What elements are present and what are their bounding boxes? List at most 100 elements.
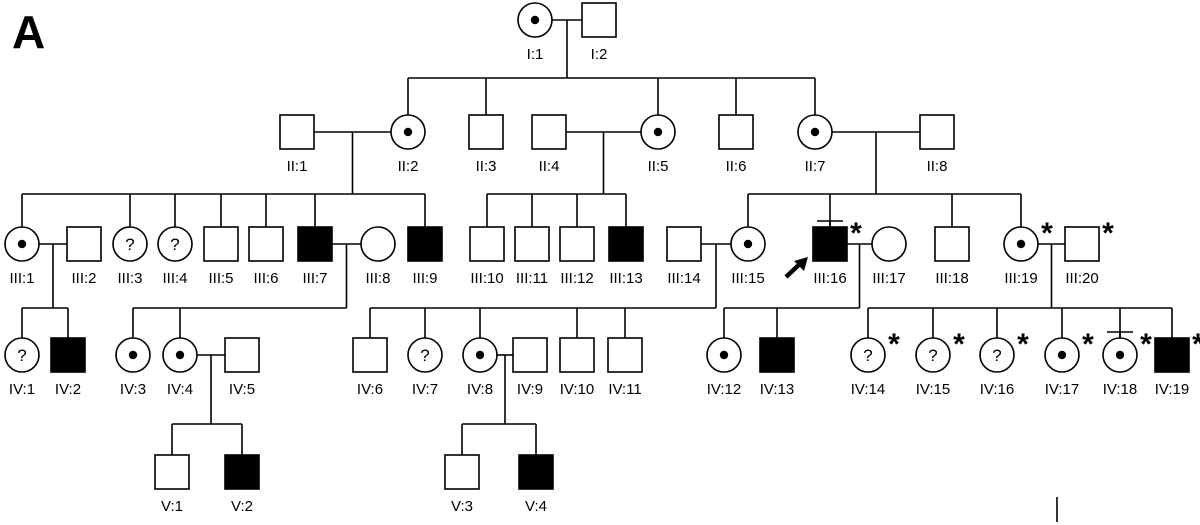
- individual-iv-3: IV:3: [115, 337, 151, 398]
- individual-id-label: III:1: [9, 270, 34, 287]
- individual-id-label: II:1: [287, 158, 308, 175]
- individual-id-label: IV:6: [357, 381, 383, 398]
- individual-i-1: I:1: [517, 2, 553, 63]
- individual-id-label: IV:13: [760, 381, 794, 398]
- individual-iii-1: III:1: [4, 226, 40, 287]
- individual-id-label: III:11: [516, 270, 548, 287]
- individual-id-label: III:20: [1065, 270, 1098, 287]
- individual-v-1: V:1: [154, 454, 190, 515]
- individual-iv-12: IV:12: [706, 337, 742, 398]
- asterisk-mark: *: [1041, 217, 1053, 250]
- individual-iii-13: III:13: [608, 226, 644, 287]
- individual-id-label: II:5: [648, 158, 669, 175]
- individual-iii-2: III:2: [66, 226, 102, 287]
- individual-id-label: IV:1: [9, 381, 35, 398]
- carrier-dot-icon: [653, 127, 663, 137]
- carrier-dot-icon: [1057, 350, 1067, 360]
- individual-id-label: IV:17: [1045, 381, 1079, 398]
- individual-iii-9: III:9: [407, 226, 443, 287]
- individual-ii-8: II:8: [919, 114, 955, 175]
- individual-id-label: II:7: [805, 158, 826, 175]
- asterisk-mark: *: [1140, 328, 1152, 361]
- female-circle-icon: [850, 337, 886, 373]
- individual-iv-18: IV:18: [1102, 337, 1138, 398]
- individual-iv-6: IV:6: [352, 337, 388, 398]
- unknown-status-mark: ?: [17, 346, 26, 365]
- individual-id-label: III:17: [872, 270, 905, 287]
- individual-iv-14: ? IV:14: [850, 337, 886, 398]
- male-square-icon: [518, 454, 554, 490]
- individual-id-label: IV:16: [980, 381, 1014, 398]
- individual-ii-6: II:6: [718, 114, 754, 175]
- male-square-icon: [512, 337, 548, 373]
- proband-arrowhead-icon: [794, 257, 808, 271]
- unknown-status-mark: ?: [992, 346, 1001, 365]
- individual-iv-5: IV:5: [224, 337, 260, 398]
- individual-ii-4: II:4: [531, 114, 567, 175]
- unknown-status-mark: ?: [928, 346, 937, 365]
- individual-id-label: IV:10: [560, 381, 594, 398]
- individual-id-label: IV:4: [167, 381, 193, 398]
- individual-id-label: IV:5: [229, 381, 255, 398]
- individual-id-label: III:8: [365, 270, 390, 287]
- individual-id-label: II:2: [398, 158, 419, 175]
- unknown-status-mark: ?: [125, 235, 134, 254]
- annotation-marks: *********: [784, 217, 1200, 361]
- female-circle-icon: [979, 337, 1015, 373]
- individual-iii-11: III:11: [514, 226, 550, 287]
- unknown-status-mark: ?: [420, 346, 429, 365]
- unknown-status-mark: ?: [863, 346, 872, 365]
- individual-iii-19: III:19: [1003, 226, 1039, 287]
- male-square-icon: [531, 114, 567, 150]
- individual-id-label: IV:18: [1103, 381, 1137, 398]
- carrier-dot-icon: [810, 127, 820, 137]
- individual-id-label: IV:2: [55, 381, 81, 398]
- individual-id-label: III:15: [731, 270, 764, 287]
- individual-ii-2: II:2: [390, 114, 426, 175]
- individual-id-label: III:14: [667, 270, 700, 287]
- individual-iii-12: III:12: [559, 226, 595, 287]
- male-square-icon: [559, 226, 595, 262]
- relationship-lines: [21, 19, 1173, 522]
- individual-id-label: III:12: [560, 270, 593, 287]
- individual-iv-13: IV:13: [759, 337, 795, 398]
- asterisk-mark: *: [1082, 328, 1094, 361]
- individual-id-label: III:2: [71, 270, 96, 287]
- individual-iii-4: ?III:4: [157, 226, 193, 287]
- individual-iii-20: III:20: [1064, 226, 1100, 287]
- individual-id-label: II:8: [927, 158, 948, 175]
- individual-id-label: V:1: [161, 498, 183, 515]
- carrier-dot-icon: [743, 239, 753, 249]
- male-square-icon: [1154, 337, 1190, 373]
- individual-iii-6: III:6: [248, 226, 284, 287]
- asterisk-mark: *: [953, 328, 965, 361]
- female-circle-icon: [4, 337, 40, 373]
- individual-ii-1: II:1: [279, 114, 315, 175]
- female-circle-icon: [871, 226, 907, 262]
- individual-id-label: III:9: [412, 270, 437, 287]
- individual-iii-18: III:18: [934, 226, 970, 287]
- male-square-icon: [248, 226, 284, 262]
- individual-iv-2: IV:2: [50, 337, 86, 398]
- individual-iii-17: III:17: [871, 226, 907, 287]
- individual-ii-5: II:5: [640, 114, 676, 175]
- individual-ii-3: II:3: [468, 114, 504, 175]
- individual-iii-16: III:16: [812, 226, 848, 287]
- individual-iv-1: ? IV:1: [4, 337, 40, 398]
- carrier-dot-icon: [475, 350, 485, 360]
- male-square-icon: [203, 226, 239, 262]
- individual-id-label: V:3: [451, 498, 473, 515]
- individual-id-label: II:6: [726, 158, 747, 175]
- individual-id-label: III:4: [162, 270, 187, 287]
- carrier-dot-icon: [530, 15, 540, 25]
- carrier-dot-icon: [175, 350, 185, 360]
- male-square-icon: [297, 226, 333, 262]
- individual-iv-9: IV:9: [512, 337, 548, 398]
- asterisk-mark: *: [1192, 328, 1200, 361]
- male-square-icon: [352, 337, 388, 373]
- individual-id-label: III:7: [302, 270, 327, 287]
- individual-id-label: IV:14: [851, 381, 885, 398]
- male-square-icon: [444, 454, 480, 490]
- carrier-dot-icon: [1016, 239, 1026, 249]
